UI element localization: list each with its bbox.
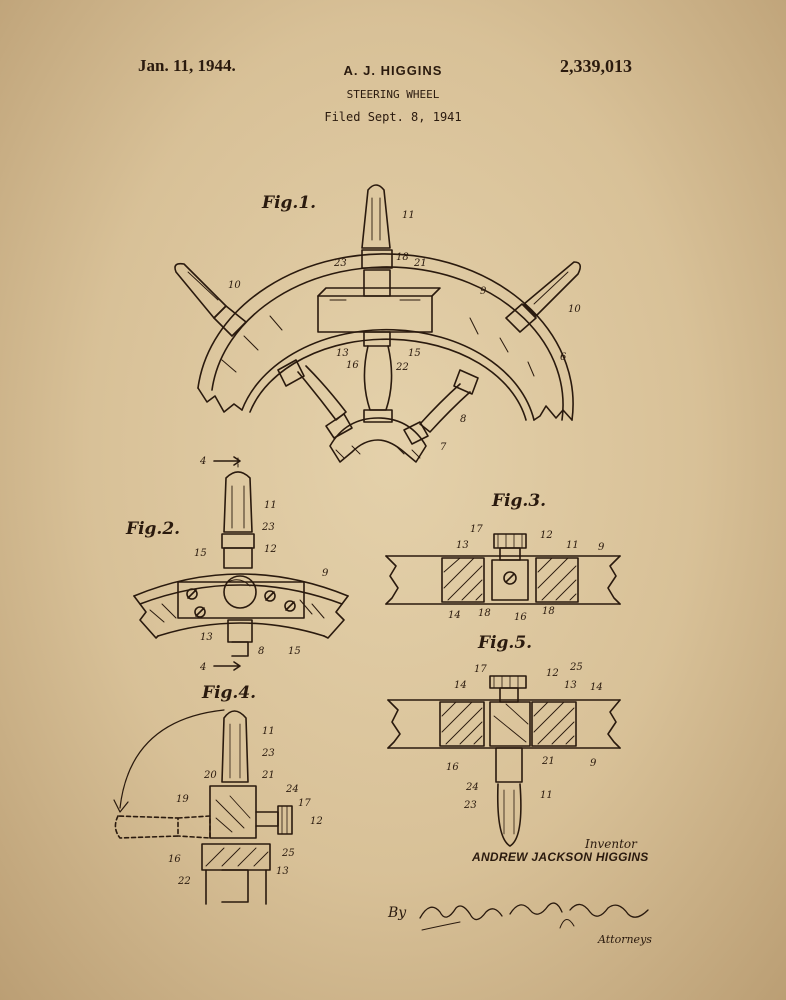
ref-label: 21 [541, 756, 555, 767]
patent-number: 2,339,013 [560, 56, 632, 76]
ref-label: 16 [514, 612, 527, 623]
attorneys-label: Attorneys [598, 933, 652, 946]
ref-label: 11 [540, 790, 553, 801]
fig1-label: Fig.1. [261, 193, 316, 213]
ref-label: 7 [440, 442, 447, 453]
fig5-label: Fig.5. [477, 633, 532, 653]
patent-title: STEERING WHEEL [346, 88, 440, 101]
ref-label: 12 [264, 544, 277, 555]
attorney-signature [419, 902, 649, 931]
ref-label: 13 [336, 348, 349, 359]
ref-label: 4 [199, 662, 206, 673]
ref-label: 18 [396, 252, 409, 263]
ref-label: 9 [322, 568, 329, 579]
ref-label: 23 [463, 800, 477, 811]
fig2-drawing [133, 456, 349, 671]
fig4-drawing [113, 709, 293, 905]
ref-label: 23 [261, 522, 275, 533]
ref-label: 9 [480, 286, 487, 297]
ref-label: 13 [276, 866, 289, 877]
ref-label: 25 [569, 662, 583, 673]
ref-label: 8 [258, 646, 264, 657]
ref-label: 9 [598, 542, 605, 553]
fig4-label: Fig.4. [201, 683, 256, 703]
ref-label: 13 [200, 632, 213, 643]
ref-label: 4 [199, 456, 206, 467]
ref-label: 18 [478, 608, 491, 619]
ref-label: 10 [228, 280, 241, 291]
ref-label: 16 [346, 360, 359, 371]
ref-label: 12 [310, 816, 323, 827]
ref-label: 13 [456, 540, 469, 551]
inventor-header: A. J. HIGGINS [343, 63, 443, 78]
ref-label: 22 [177, 876, 191, 887]
ref-label: 11 [566, 540, 579, 551]
fig3-label: Fig.3. [491, 491, 546, 511]
ref-label: 15 [408, 348, 421, 359]
ref-label: 22 [395, 362, 409, 373]
ref-label: 19 [176, 794, 189, 805]
filed-date: Filed Sept. 8, 1941 [324, 110, 462, 124]
ref-label: 17 [298, 798, 311, 809]
by-label: By [388, 905, 407, 921]
ref-label: 6 [560, 352, 567, 363]
ref-label: 23 [333, 258, 347, 269]
ref-label: 13 [564, 680, 577, 691]
ref-label: 24 [465, 782, 479, 793]
ref-label: 11 [402, 210, 415, 221]
ref-label: 12 [546, 668, 559, 679]
ref-label: 17 [474, 664, 487, 675]
ref-label: 9 [590, 758, 597, 769]
ref-label: 21 [261, 770, 275, 781]
ref-label: 21 [413, 258, 427, 269]
ref-label: 11 [264, 500, 277, 511]
ref-label: 12 [540, 530, 553, 541]
fig5-drawing [387, 675, 621, 847]
ref-label: 10 [568, 304, 581, 315]
fig2-label: Fig.2. [125, 519, 180, 539]
ref-label: 14 [448, 610, 461, 621]
ref-label: 23 [261, 748, 275, 759]
ref-label: 14 [454, 680, 467, 691]
ref-label: 20 [203, 770, 217, 781]
ref-label: 25 [281, 848, 295, 859]
ref-label: 18 [542, 606, 555, 617]
ref-label: 15 [288, 646, 301, 657]
ref-label: 14 [590, 682, 603, 693]
ref-label: 15 [194, 548, 207, 559]
inventor-caption: Inventor [585, 837, 637, 851]
ref-label: 8 [460, 414, 466, 425]
fig1-wheel [174, 184, 582, 463]
fig3-drawing [385, 533, 621, 605]
ref-label: 24 [285, 784, 299, 795]
patent-date: Jan. 11, 1944. [138, 56, 236, 75]
ref-label: 11 [262, 726, 275, 737]
ref-label: 16 [168, 854, 181, 865]
ref-label: 17 [470, 524, 483, 535]
inventor-name: ANDREW JACKSON HIGGINS [472, 850, 649, 864]
ref-label: 16 [446, 762, 459, 773]
